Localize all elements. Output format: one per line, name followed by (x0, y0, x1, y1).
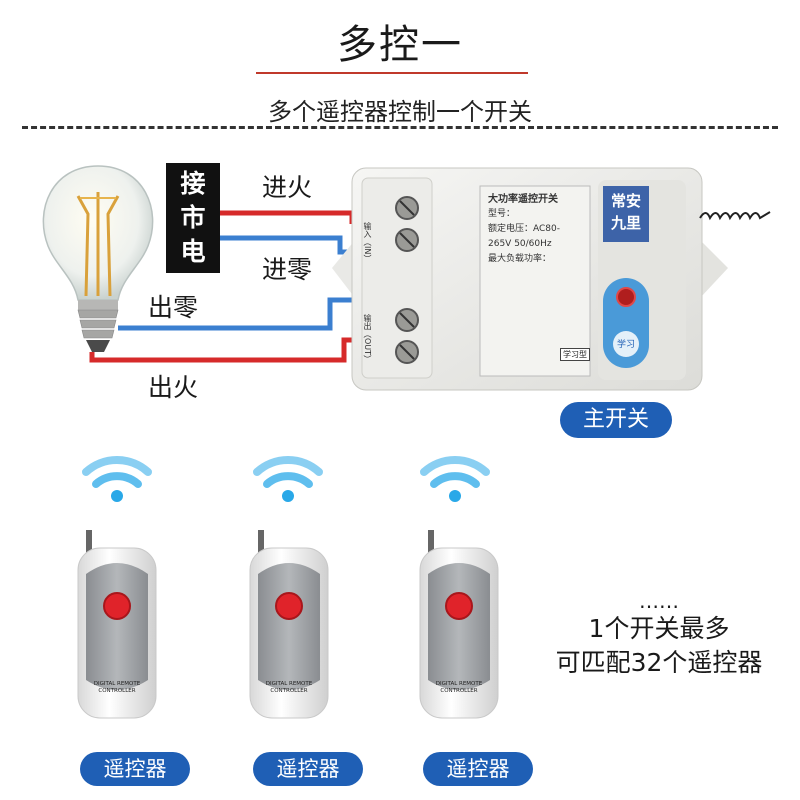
svg-text:DIGITAL REMOTE: DIGITAL REMOTE (436, 681, 483, 687)
live-out-label: 出火 (148, 373, 199, 402)
hint-dots: …… (639, 589, 679, 613)
mains-char: 市 (180, 203, 206, 232)
device-button-label: 学习 (616, 340, 635, 350)
wireless-signal-icon (82, 456, 152, 502)
wireless-signal-icon (253, 456, 323, 502)
remote-control: DIGITAL REMOTE CONTROLLER (419, 530, 499, 719)
brand-line: 九里 (610, 214, 641, 232)
device-spec-label: 大功率遥控开关 型号： 额定电压：AC80-265V 50/60Hz 最大负载功… (488, 192, 582, 267)
hint-line: 1个开关最多 (588, 614, 730, 643)
spec-line: 型号： (488, 209, 516, 219)
svg-text:CONTROLLER: CONTROLLER (440, 688, 477, 694)
live-in-label: 进火 (262, 173, 313, 202)
spec-line: 大功率遥控开关 (488, 194, 558, 205)
hint-line: 可匹配32个遥控器 (555, 648, 763, 677)
mains-power-box: 接 市 电 (166, 163, 220, 273)
receiver-device (332, 167, 771, 391)
live-in-wire (220, 210, 355, 224)
title-underline (256, 72, 528, 74)
main-switch-label: 主开关 (560, 402, 672, 438)
light-bulb-icon (42, 165, 154, 352)
mains-char: 电 (180, 237, 206, 266)
svg-text:CONTROLLER: CONTROLLER (98, 688, 135, 694)
svg-text:CONTROLLER: CONTROLLER (270, 688, 307, 694)
remote-control: DIGITAL REMOTE CONTROLLER (249, 530, 329, 719)
remote-label: 遥控器 (80, 752, 190, 786)
neutral-out-wire (118, 297, 352, 331)
device-brand: 常安 九里 (605, 190, 647, 234)
mains-char: 接 (180, 169, 206, 198)
svg-text:DIGITAL REMOTE: DIGITAL REMOTE (94, 681, 141, 687)
remote-control: DIGITAL REMOTE CONTROLLER (77, 530, 157, 719)
live-out-wire (89, 337, 352, 363)
brand-line: 常安 (610, 192, 641, 210)
neutral-out-label: 出零 (148, 293, 199, 322)
neutral-in-label: 进零 (262, 255, 313, 284)
capacity-hint: …… 1个开关最多 可匹配32个遥控器 (524, 590, 794, 680)
device-input-label: 输入（IN） (363, 222, 372, 263)
page-subtitle: 多个遥控器控制一个开关 (268, 98, 532, 126)
page-title: 多控一 (337, 22, 463, 68)
device-output-label: 输出（OUT） (363, 314, 372, 364)
wireless-signal-icon (420, 456, 490, 502)
spec-line: 最大负载功率： (488, 254, 552, 264)
dashed-divider (22, 126, 778, 129)
spec-line: 额定电压：AC80-265V 50/60Hz (488, 224, 560, 249)
svg-text:DIGITAL REMOTE: DIGITAL REMOTE (266, 681, 313, 687)
remote-label: 遥控器 (423, 752, 533, 786)
device-mode-tag: 学习型 (560, 348, 590, 361)
remote-label: 遥控器 (253, 752, 363, 786)
